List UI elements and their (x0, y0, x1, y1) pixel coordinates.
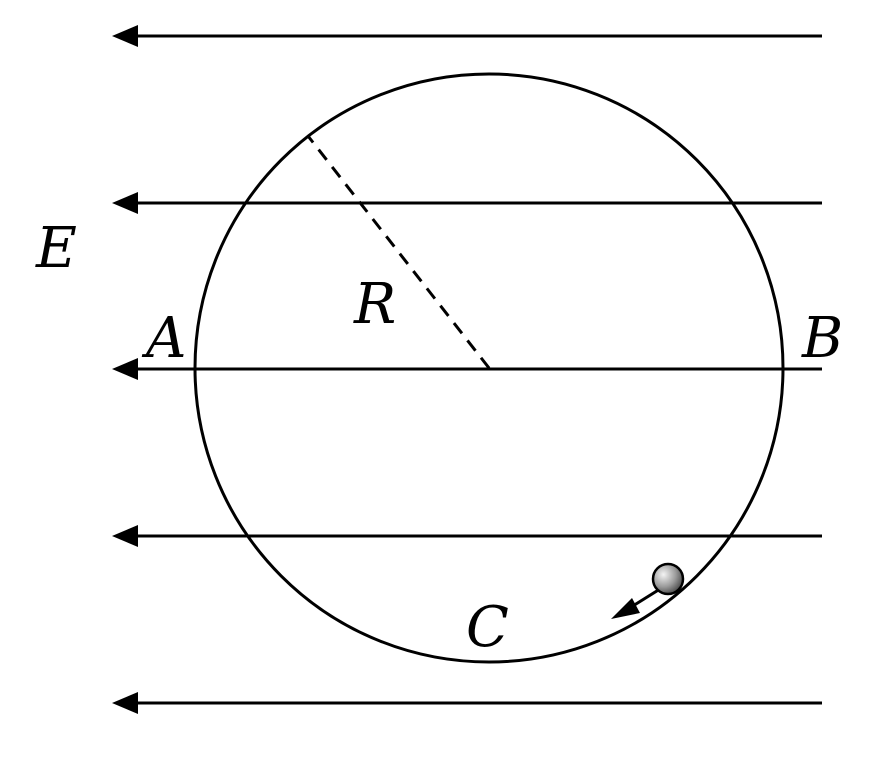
field-line-4 (112, 525, 822, 547)
label-point-a: A (141, 306, 186, 371)
charged-ball (651, 562, 685, 596)
label-radius-r: R (353, 272, 396, 337)
field-arrowhead-1 (112, 25, 138, 47)
field-lines (112, 25, 822, 714)
field-line-3 (112, 358, 822, 380)
field-arrowhead-2 (112, 192, 138, 214)
label-field-e: E (35, 216, 77, 281)
label-point-c: C (466, 595, 509, 660)
field-arrowhead-4 (112, 525, 138, 547)
circular-track (193, 72, 785, 664)
charged-ball-group (611, 562, 685, 619)
velocity-arrowhead (611, 598, 640, 619)
field-line-5 (112, 692, 822, 714)
field-line-1 (112, 25, 822, 47)
label-point-b: B (801, 306, 843, 371)
field-arrowhead-5 (112, 692, 138, 714)
field-line-2 (112, 192, 822, 214)
field-arrowhead-3 (112, 358, 138, 380)
radius-line (306, 135, 491, 369)
